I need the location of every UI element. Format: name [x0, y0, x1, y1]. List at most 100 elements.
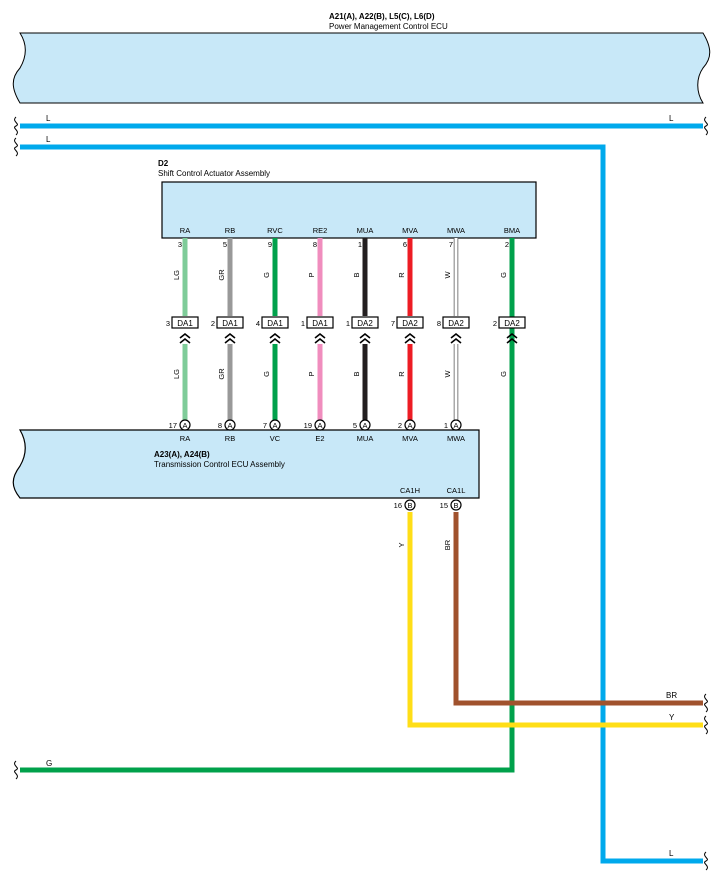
can-wire-color-label: BR — [443, 539, 452, 550]
inline-connector-da1: DA1 — [171, 316, 199, 329]
can-h-wire — [407, 512, 703, 728]
break-squiggle-icon — [704, 116, 708, 136]
connector-pin: 2 — [211, 319, 215, 328]
terminal-connector-letter: A — [362, 421, 367, 430]
connector-pin: 4 — [256, 319, 260, 328]
wire-color-label: G — [499, 272, 508, 278]
inline-connector-da2: DA2 — [351, 316, 379, 329]
can-pin: 15 — [440, 501, 448, 510]
ecu-pin: 2 — [398, 421, 402, 430]
actuator-terminal-mua: MUA — [357, 226, 374, 235]
ecu-pin: 7 — [263, 421, 267, 430]
break-squiggle-icon — [704, 693, 708, 713]
signal-wires: RA3LGLGDA13A17RARB5GRGRDA12A8RBRVC9GGDA1… — [166, 226, 526, 443]
connector-chevron-icon — [359, 332, 371, 344]
ecu-terminal-label: E2 — [315, 434, 324, 443]
terminal-connector-letter: A — [272, 421, 277, 430]
connector-code: DA1 — [222, 319, 238, 328]
ecu-terminal-label: RA — [180, 434, 190, 443]
connector-code: DA2 — [504, 319, 520, 328]
actuator-terminal-re2: RE2 — [313, 226, 328, 235]
connector-code: DA1 — [177, 319, 193, 328]
g-wire-bma — [20, 238, 515, 773]
wire-color-label: GR — [217, 269, 226, 281]
connector-chevron-icon — [179, 332, 191, 344]
connector-code: DA2 — [357, 319, 373, 328]
wire-color-label: LG — [172, 369, 181, 379]
connector-pin: 7 — [391, 319, 395, 328]
ecu-pin: 8 — [218, 421, 222, 430]
actuator-pin: 2 — [505, 240, 509, 249]
terminal-connector-letter: A — [227, 421, 232, 430]
wire-color-label: B — [352, 272, 361, 277]
ecu-terminal-ra: A — [179, 419, 191, 431]
wire-color-label: B — [352, 371, 361, 376]
connector-pin: 2 — [493, 319, 497, 328]
connector-code: DA1 — [312, 319, 328, 328]
wire-color-label: W — [443, 370, 452, 378]
ecu-pin: 19 — [304, 421, 312, 430]
can-connector-letter: B — [453, 501, 458, 510]
wire-color-label: P — [307, 371, 316, 376]
actuator-pin: 7 — [449, 240, 453, 249]
connector-chevron-icon — [404, 332, 416, 344]
can-wire-color-label: Y — [397, 542, 406, 547]
sca-name: Shift Control Actuator Assembly — [158, 169, 270, 178]
connector-pin: 1 — [301, 319, 305, 328]
ecu-terminal-rb: A — [224, 419, 236, 431]
wire-color-label: R — [397, 371, 406, 377]
terminal-connector-letter: A — [182, 421, 187, 430]
connector-pin: 1 — [346, 319, 350, 328]
break-symbols — [14, 116, 708, 871]
terminal-connector-letter: A — [453, 421, 458, 430]
g-label-left: G — [46, 759, 52, 768]
ecu-terminal-label: MVA — [402, 434, 418, 443]
connector-code: DA2 — [402, 319, 418, 328]
can-connector-letter: B — [407, 501, 412, 510]
connector-pin: 8 — [437, 319, 441, 328]
actuator-terminal-mwa: MWA — [447, 226, 465, 235]
terminal-connector-letter: A — [407, 421, 412, 430]
inline-connector-da1: DA1 — [306, 316, 334, 329]
can-l-wire — [453, 512, 703, 706]
l-label-second: L — [46, 135, 51, 144]
pm-ecu-name: Power Management Control ECU — [329, 22, 448, 31]
actuator-terminal-rvc: RVC — [267, 226, 283, 235]
inline-connector-da2: DA2 — [442, 316, 470, 329]
l-label-top-right: L — [669, 114, 674, 123]
wire-color-label: G — [262, 371, 271, 377]
wire-color-label: LG — [172, 270, 181, 280]
tcu-code: A23(A), A24(B) — [154, 450, 210, 459]
break-squiggle-icon — [14, 116, 18, 136]
actuator-pin: 8 — [313, 240, 317, 249]
break-squiggle-icon — [704, 715, 708, 735]
br-label-right: BR — [666, 691, 677, 700]
ecu-terminal-mwa: A — [450, 419, 462, 431]
ecu-terminal-label: VC — [270, 434, 281, 443]
connector-chevron-icon — [506, 332, 518, 344]
inline-connector-da2: DA2 — [396, 316, 424, 329]
power-management-ecu: A21(A), A22(B), L5(C), L6(D) Power Manag… — [12, 12, 711, 104]
actuator-terminal-rb: RB — [225, 226, 235, 235]
wire-color-label: P — [307, 272, 316, 277]
actuator-pin: 5 — [223, 240, 227, 249]
actuator-pin: 3 — [178, 240, 182, 249]
y-label-right: Y — [669, 713, 675, 722]
break-squiggle-icon — [14, 760, 18, 780]
ecu-pin: 17 — [169, 421, 177, 430]
can-pin: 16 — [394, 501, 402, 510]
l-label-bottom-right: L — [669, 849, 674, 858]
inline-connector-da2: DA2 — [498, 316, 526, 329]
inline-connector-da1: DA1 — [216, 316, 244, 329]
ecu-terminal-label: MWA — [447, 434, 465, 443]
l-wire-down — [20, 144, 703, 864]
terminal-connector-letter: A — [317, 421, 322, 430]
